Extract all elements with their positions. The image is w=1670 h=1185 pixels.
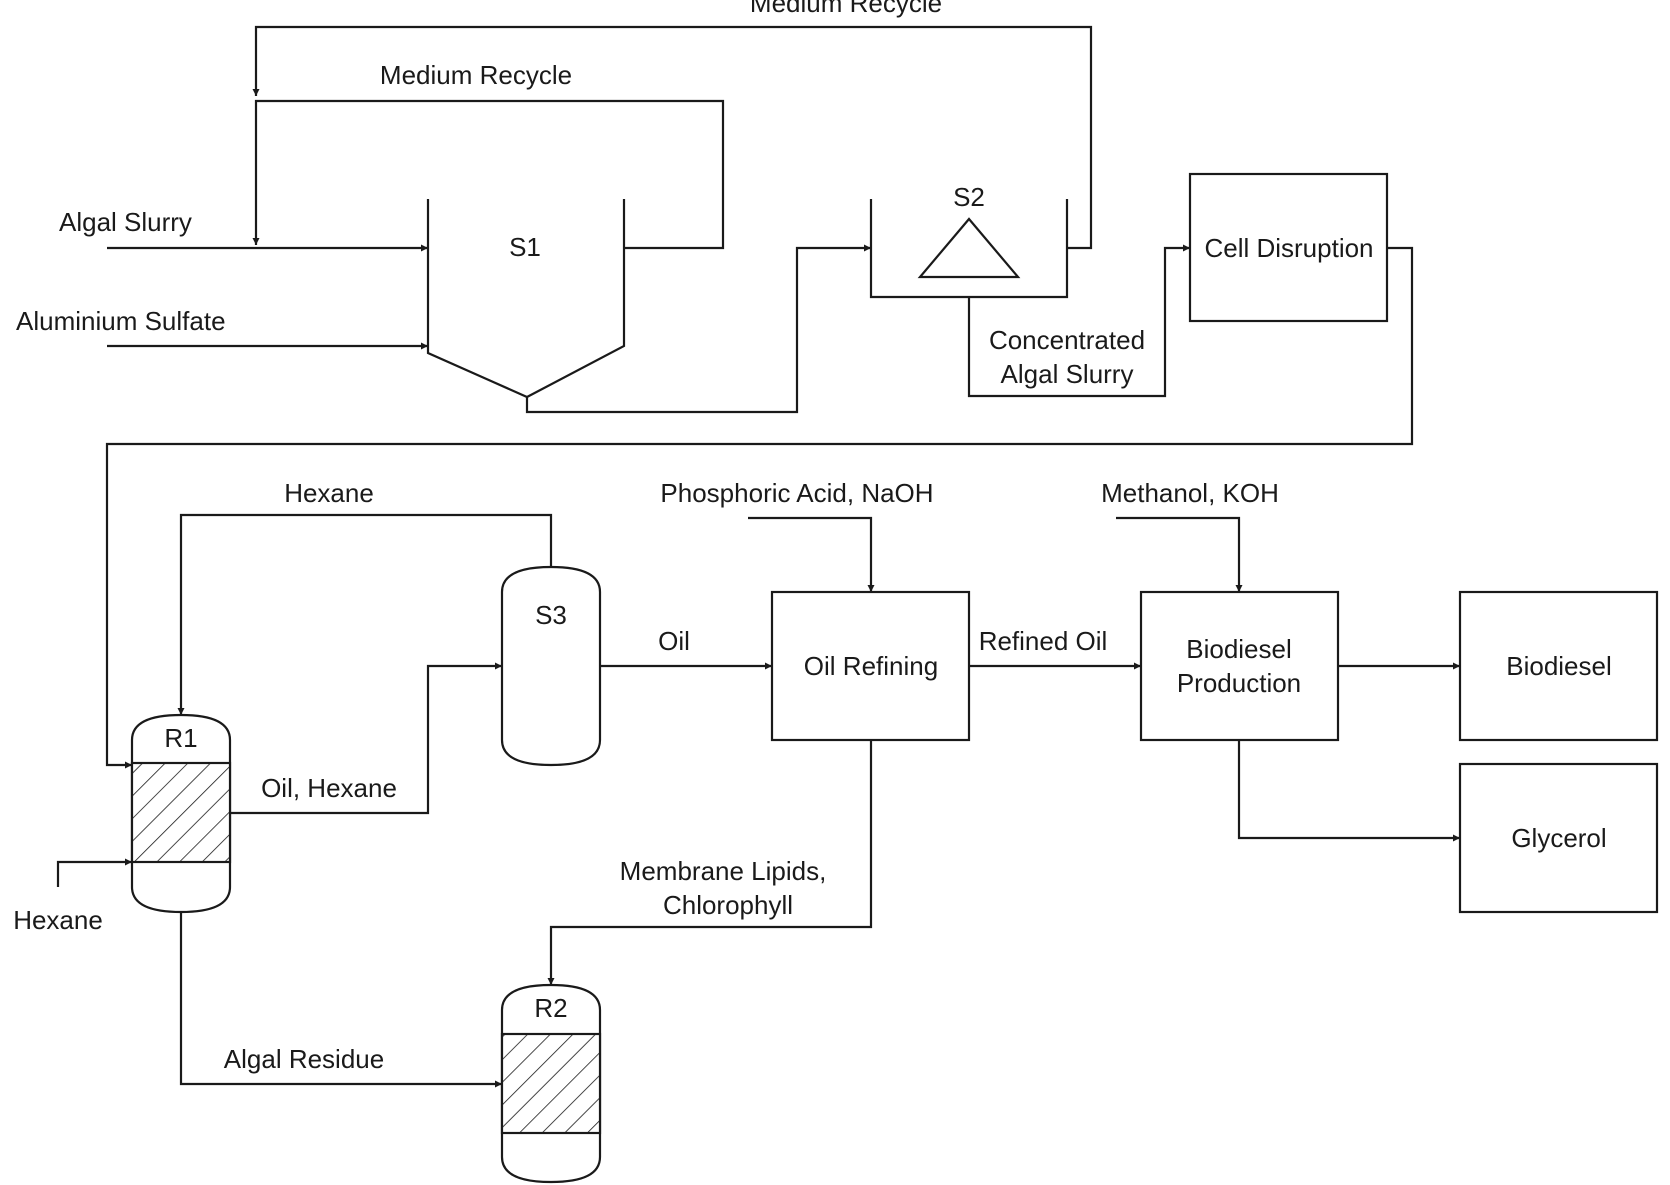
stream-medium-recycle-outer — [252, 25, 1093, 250]
stream-algal-residue — [179, 912, 502, 1088]
s3-vessel — [500, 565, 602, 767]
unit-biodiesel: Biodiesel — [1458, 590, 1659, 742]
r2-label: R2 — [534, 993, 567, 1023]
stream-oil-hexane — [230, 662, 502, 815]
stream-membrane-lipids — [547, 740, 873, 985]
glycerol-box — [1458, 762, 1659, 914]
stream-phosphoric-acid-naoh — [748, 516, 875, 592]
biodiesel-label: Biodiesel — [1506, 651, 1612, 681]
s1-vessel — [426, 199, 626, 399]
oil-refining-label: Oil Refining — [804, 651, 938, 681]
unit-cell-disruption: Cell Disruption — [1188, 172, 1389, 323]
biodiesel-production-label-line1: Biodiesel — [1186, 634, 1292, 664]
label-oil: Oil — [658, 626, 690, 656]
unit-s3: S3 — [500, 565, 602, 767]
r2-packed-bed — [500, 1032, 602, 1135]
oil-refining-box — [770, 590, 971, 742]
label-membrane-lipids-line1: Membrane Lipids, — [620, 856, 827, 886]
unit-glycerol: Glycerol — [1458, 762, 1659, 914]
s2-triangle-icon — [917, 217, 1021, 279]
s2-vessel — [869, 199, 1069, 299]
label-concentrated-line1: Concentrated — [989, 325, 1145, 355]
label-oil-hexane: Oil, Hexane — [261, 773, 397, 803]
biodiesel-box — [1458, 590, 1659, 742]
label-medium-recycle-inner: Medium Recycle — [380, 60, 572, 90]
biodiesel-production-box — [1139, 590, 1340, 742]
stream-s1-to-s2 — [525, 244, 871, 414]
label-algal-slurry: Algal Slurry — [59, 207, 192, 237]
label-phosphoric-acid-naoh: Phosphoric Acid, NaOH — [660, 478, 933, 508]
r1-packed-bed — [130, 761, 232, 864]
stream-labels: Medium Recycle Medium Recycle Algal Slur… — [13, 0, 1279, 1074]
unit-s2: S2 — [869, 182, 1069, 299]
label-concentrated-line2: Algal Slurry — [1001, 359, 1134, 389]
s2-label: S2 — [953, 182, 985, 212]
r1-label: R1 — [164, 723, 197, 753]
unit-biodiesel-production: Biodiesel Production — [1139, 590, 1340, 742]
label-membrane-lipids-line2: Chlorophyll — [663, 890, 793, 920]
label-medium-recycle-outer: Medium Recycle — [750, 0, 942, 18]
stream-methanol-koh — [1116, 516, 1243, 592]
glycerol-label: Glycerol — [1511, 823, 1606, 853]
label-hexane-recycle: Hexane — [284, 478, 374, 508]
stream-glycerol — [1237, 740, 1460, 842]
s3-label: S3 — [535, 600, 567, 630]
cell-disruption-label: Cell Disruption — [1204, 233, 1373, 263]
unit-r1: R1 — [130, 713, 232, 914]
stream-lines — [56, 25, 1460, 1088]
stream-hexane-recycle — [177, 513, 553, 715]
label-refined-oil: Refined Oil — [979, 626, 1108, 656]
unit-s1: S1 — [426, 199, 626, 399]
stream-cell-disruption-to-r1 — [105, 246, 1414, 769]
stream-concentrated-algal-slurry — [967, 244, 1190, 398]
unit-r2: R2 — [500, 983, 602, 1184]
unit-oil-refining: Oil Refining — [770, 590, 971, 742]
label-aluminium-sulfate: Aluminium Sulfate — [16, 306, 226, 336]
label-algal-residue: Algal Residue — [224, 1044, 384, 1074]
label-hexane-feed: Hexane — [13, 905, 103, 935]
label-methanol-koh: Methanol, KOH — [1101, 478, 1279, 508]
stream-medium-recycle-inner — [252, 99, 725, 250]
biodiesel-production-label-line2: Production — [1177, 668, 1301, 698]
cell-disruption-box — [1188, 172, 1389, 323]
s1-label: S1 — [509, 232, 541, 262]
stream-hexane-feed — [56, 858, 132, 887]
